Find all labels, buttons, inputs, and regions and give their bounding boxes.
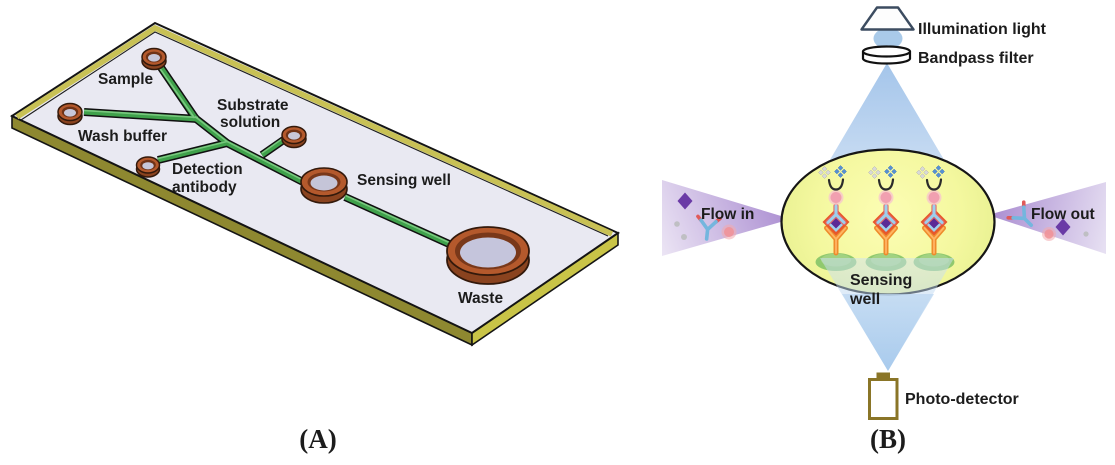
panel-b-letter: (B) — [870, 424, 906, 454]
wash-buffer-label: Wash buffer — [78, 128, 167, 145]
flow-in-contents — [674, 192, 737, 242]
photo-detector-icon — [868, 372, 899, 420]
bandpass-filter-icon — [861, 45, 912, 65]
wash-buffer-well — [57, 102, 83, 126]
detection-antibody-label-line1: Detection — [172, 161, 243, 178]
flow-out-cone — [988, 182, 1106, 254]
panel-b-figure: Flow in Flow out Sensing well Illuminati… — [662, 6, 1106, 454]
detection-antibody-well — [135, 156, 161, 178]
waste-label: Waste — [458, 290, 503, 307]
flow-in-label: Flow in — [701, 206, 754, 223]
bandpass-filter-label: Bandpass filter — [918, 50, 1034, 67]
panel-a-letter: (A) — [299, 424, 336, 454]
substrate-solution-well — [281, 125, 307, 149]
sensing-well-b-label-line2: well — [849, 291, 880, 308]
sensing-well-label: Sensing well — [357, 172, 451, 189]
sensing-well-b-label-line1: Sensing — [850, 272, 912, 289]
substrate-solution-label-line1: Substrate — [217, 97, 289, 114]
panel-a-figure: Sample Wash buffer Detection antibody Su… — [9, 21, 621, 454]
light-cone-lower — [820, 258, 954, 371]
illumination-lamp-icon — [860, 6, 915, 49]
sample-label: Sample — [98, 71, 154, 88]
flow-out-contents — [1006, 200, 1089, 241]
sensing-well-a — [300, 167, 348, 204]
waste-well — [446, 226, 530, 285]
substrate-solution-label-line2: solution — [220, 114, 280, 131]
photo-detector-label: Photo-detector — [905, 391, 1019, 408]
illumination-light-label: Illumination light — [918, 21, 1047, 38]
sample-well — [141, 47, 167, 71]
analyte-diamond-icon — [677, 192, 693, 210]
analyte-diamond-icon — [1055, 218, 1071, 236]
detection-antibody-label-line2: antibody — [172, 179, 237, 196]
flow-in-cone — [662, 180, 791, 256]
microchannels — [83, 63, 460, 252]
flow-out-label: Flow out — [1031, 206, 1095, 223]
